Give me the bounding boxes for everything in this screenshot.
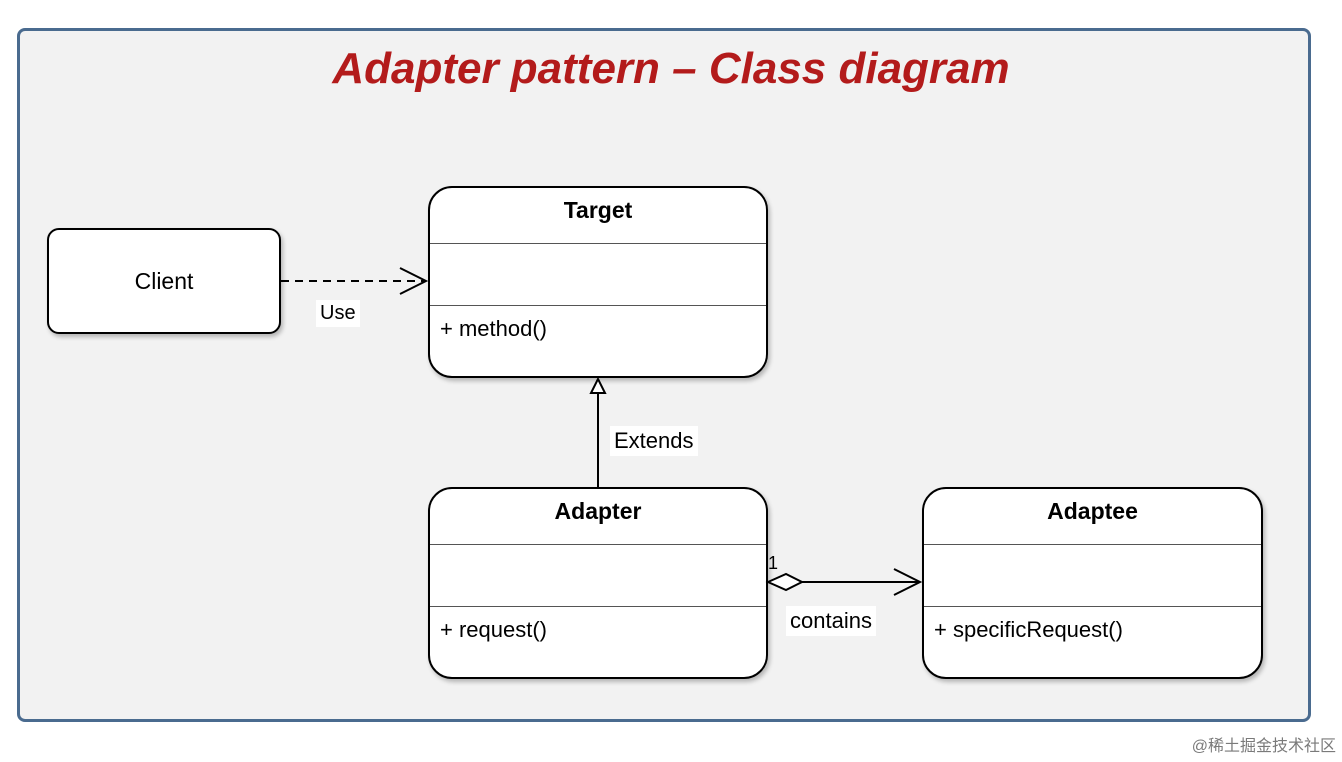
extends-arrowhead <box>589 376 607 394</box>
use-arrowhead <box>399 267 429 295</box>
adapter-attributes <box>430 545 766 607</box>
watermark: @稀土掘金技术社区 <box>1191 738 1336 755</box>
target-class-name: Target <box>430 188 766 244</box>
contains-label: contains <box>786 606 876 636</box>
target-method: + method() <box>440 316 547 341</box>
client-label: Client <box>134 267 194 294</box>
aggregation-diamond <box>765 572 805 592</box>
adaptee-method: + specificRequest() <box>934 617 1123 642</box>
multiplicity-label: 1 <box>768 553 779 573</box>
adaptee-class-name: Adaptee <box>924 489 1261 545</box>
adapter-method: + request() <box>440 617 547 642</box>
adapter-class-name: Adapter <box>430 489 766 545</box>
target-class: Target + method() <box>428 186 768 378</box>
contains-arrowhead <box>893 568 923 596</box>
adapter-class: Adapter + request() <box>428 487 768 679</box>
use-label: Use <box>316 300 360 327</box>
adaptee-attributes <box>924 545 1261 607</box>
adaptee-class: Adaptee + specificRequest() <box>922 487 1263 679</box>
target-attributes <box>430 244 766 306</box>
extends-label: Extends <box>610 426 698 456</box>
diagram-title: Adapter pattern – Class diagram <box>332 44 1010 93</box>
client-box: Client <box>47 228 281 334</box>
